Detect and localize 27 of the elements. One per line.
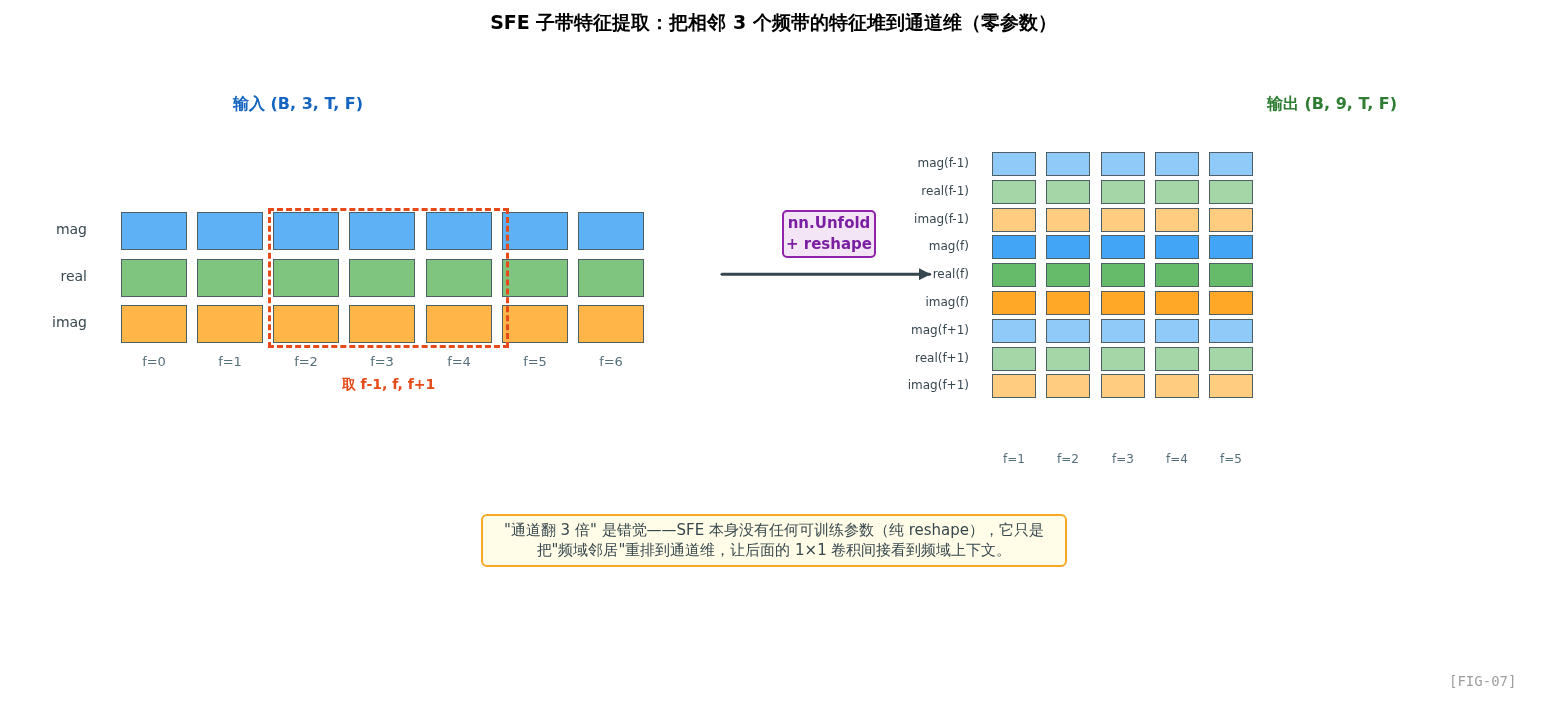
row-label: real [60,268,87,284]
row-label: imag [52,314,87,330]
column-label: f=6 [598,354,624,369]
diagram-title: SFE 子带特征提取：把相邻 3 个频带的特征堆到通道维（零参数） [489,10,1058,35]
row-label: real(f-1) [921,183,969,198]
row-label: real(f) [932,267,969,282]
row-label: mag(f-1) [917,156,969,170]
panel-heading: 输入 (B, 3, T, F) [231,94,364,115]
operation-box: nn.Unfold + reshape [782,210,876,258]
column-label: f=3 [369,354,395,369]
row-label: mag(f) [928,239,969,254]
arrow [720,268,932,281]
note-box: "通道翻 3 倍" 是错觉——SFE 本身没有任何可训练参数（纯 reshape），它只是把"频域邻居"重排到通道维，让后面的 1×1 卷积间接看到频域上下文。 [481,514,1067,567]
row-label: imag(f) [925,295,969,309]
column-label: f=2 [293,354,319,369]
column-label: f=1 [217,354,243,369]
panel-heading: 输出 (B, 9, T, F) [1265,94,1398,115]
selection-label: 取 f-1, f, f+1 [340,376,437,394]
row-label: mag [55,221,87,237]
column-label: f=4 [446,354,472,369]
row-label: imag(f-1) [914,211,969,226]
column-label: f=0 [141,354,167,369]
row-label: imag(f+1) [907,378,969,393]
column-label: f=5 [522,354,548,369]
figure-id: [FIG-07] [1449,673,1517,689]
row-label: real(f+1) [914,350,969,365]
row-label: mag(f+1) [911,322,969,337]
